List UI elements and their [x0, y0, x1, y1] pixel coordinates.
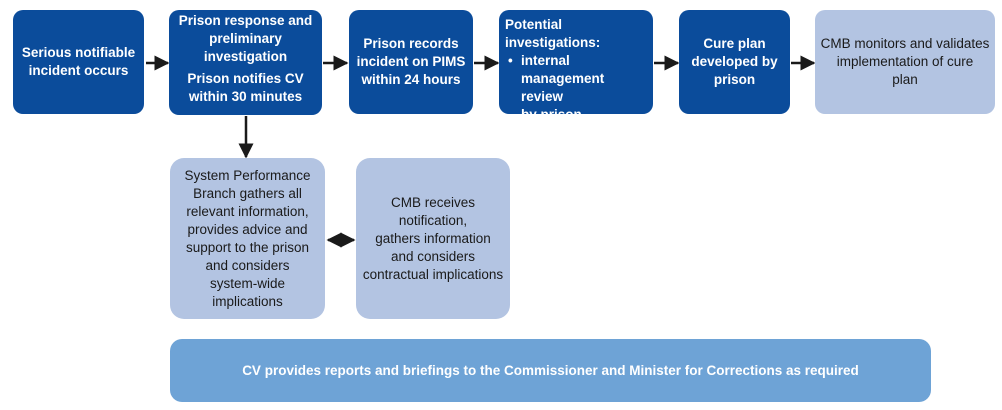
incident-line-1: Serious notifiable [21, 45, 136, 60]
records-line-2: incident on PIMS [356, 54, 466, 69]
records-line-1: Prison records [363, 36, 459, 51]
cmb-receives-box: CMB receives notification, gathers infor… [356, 158, 510, 319]
spb-line-7: system-wide [209, 275, 285, 291]
notify-line-2: within 30 minutes [188, 89, 303, 104]
response-line-2: preliminary [209, 31, 282, 46]
cure-plan-line-2: developed by [691, 54, 778, 69]
cure-plan-line-3: prison [713, 72, 756, 87]
cmb-receives-line-1: CMB receives [390, 194, 476, 210]
cmb-monitor-line-1: CMB monitors and validates [820, 36, 990, 51]
investigation-item-internal-line-1: internal [521, 53, 570, 68]
step-cmb-monitor-box: CMB monitors and validates implementatio… [815, 10, 995, 114]
footer-bar: CV provides reports and briefings to the… [170, 339, 931, 402]
response-line-3: investigation [203, 49, 288, 64]
cmb-receives-line-4: and considers [390, 248, 476, 264]
spb-line-3: relevant information, [186, 203, 309, 219]
spb-line-5: support to the prison [185, 239, 310, 255]
step-records-box: Prison records incident on PIMS within 2… [349, 10, 473, 114]
spb-box: System Performance Branch gathers all re… [170, 158, 325, 319]
notify-line-1: Prison notifies CV [187, 71, 304, 86]
investigations-list: internal management review by prison JAR… [505, 52, 647, 160]
incident-line-2: incident occurs [28, 63, 129, 78]
cmb-monitor-line-2: implementation of cure [836, 54, 974, 69]
spb-line-2: Branch gathers all [193, 185, 302, 201]
cmb-receives-line-2: notification, [398, 212, 468, 228]
spb-line-8: implications [212, 293, 283, 309]
step-cure-plan-box: Cure plan developed by prison [679, 10, 790, 114]
spb-line-1: System Performance [184, 167, 311, 183]
response-line-1: Prison response and [178, 13, 313, 28]
records-line-3: within 24 hours [361, 72, 461, 87]
investigation-item-internal-line-3: by prison [521, 107, 582, 122]
cure-plan-line-1: Cure plan [703, 36, 766, 51]
cmb-monitor-line-3: plan [892, 72, 918, 87]
spb-line-6: and considers [205, 257, 290, 273]
cmb-receives-line-5: contractual implications [362, 266, 504, 282]
investigation-item-internal: internal management review by prison [505, 52, 647, 124]
investigation-item-internal-line-2: management review [521, 71, 605, 104]
spb-line-4: provides advice and [187, 221, 308, 237]
investigations-title: Potential investigations: [505, 17, 601, 50]
cmb-receives-line-3: gathers information [375, 230, 491, 246]
step-investigations-box: Potential investigations: internal manag… [499, 10, 653, 158]
investigation-item-jaro-line-1: JARO incident review [521, 125, 615, 158]
footer-text: CV provides reports and briefings to the… [242, 362, 859, 378]
step-incident-box: Serious notifiable incident occurs [13, 10, 144, 114]
investigation-item-jaro: JARO incident review [505, 124, 647, 160]
step-response-box: Prison response and preliminary investig… [169, 10, 322, 115]
